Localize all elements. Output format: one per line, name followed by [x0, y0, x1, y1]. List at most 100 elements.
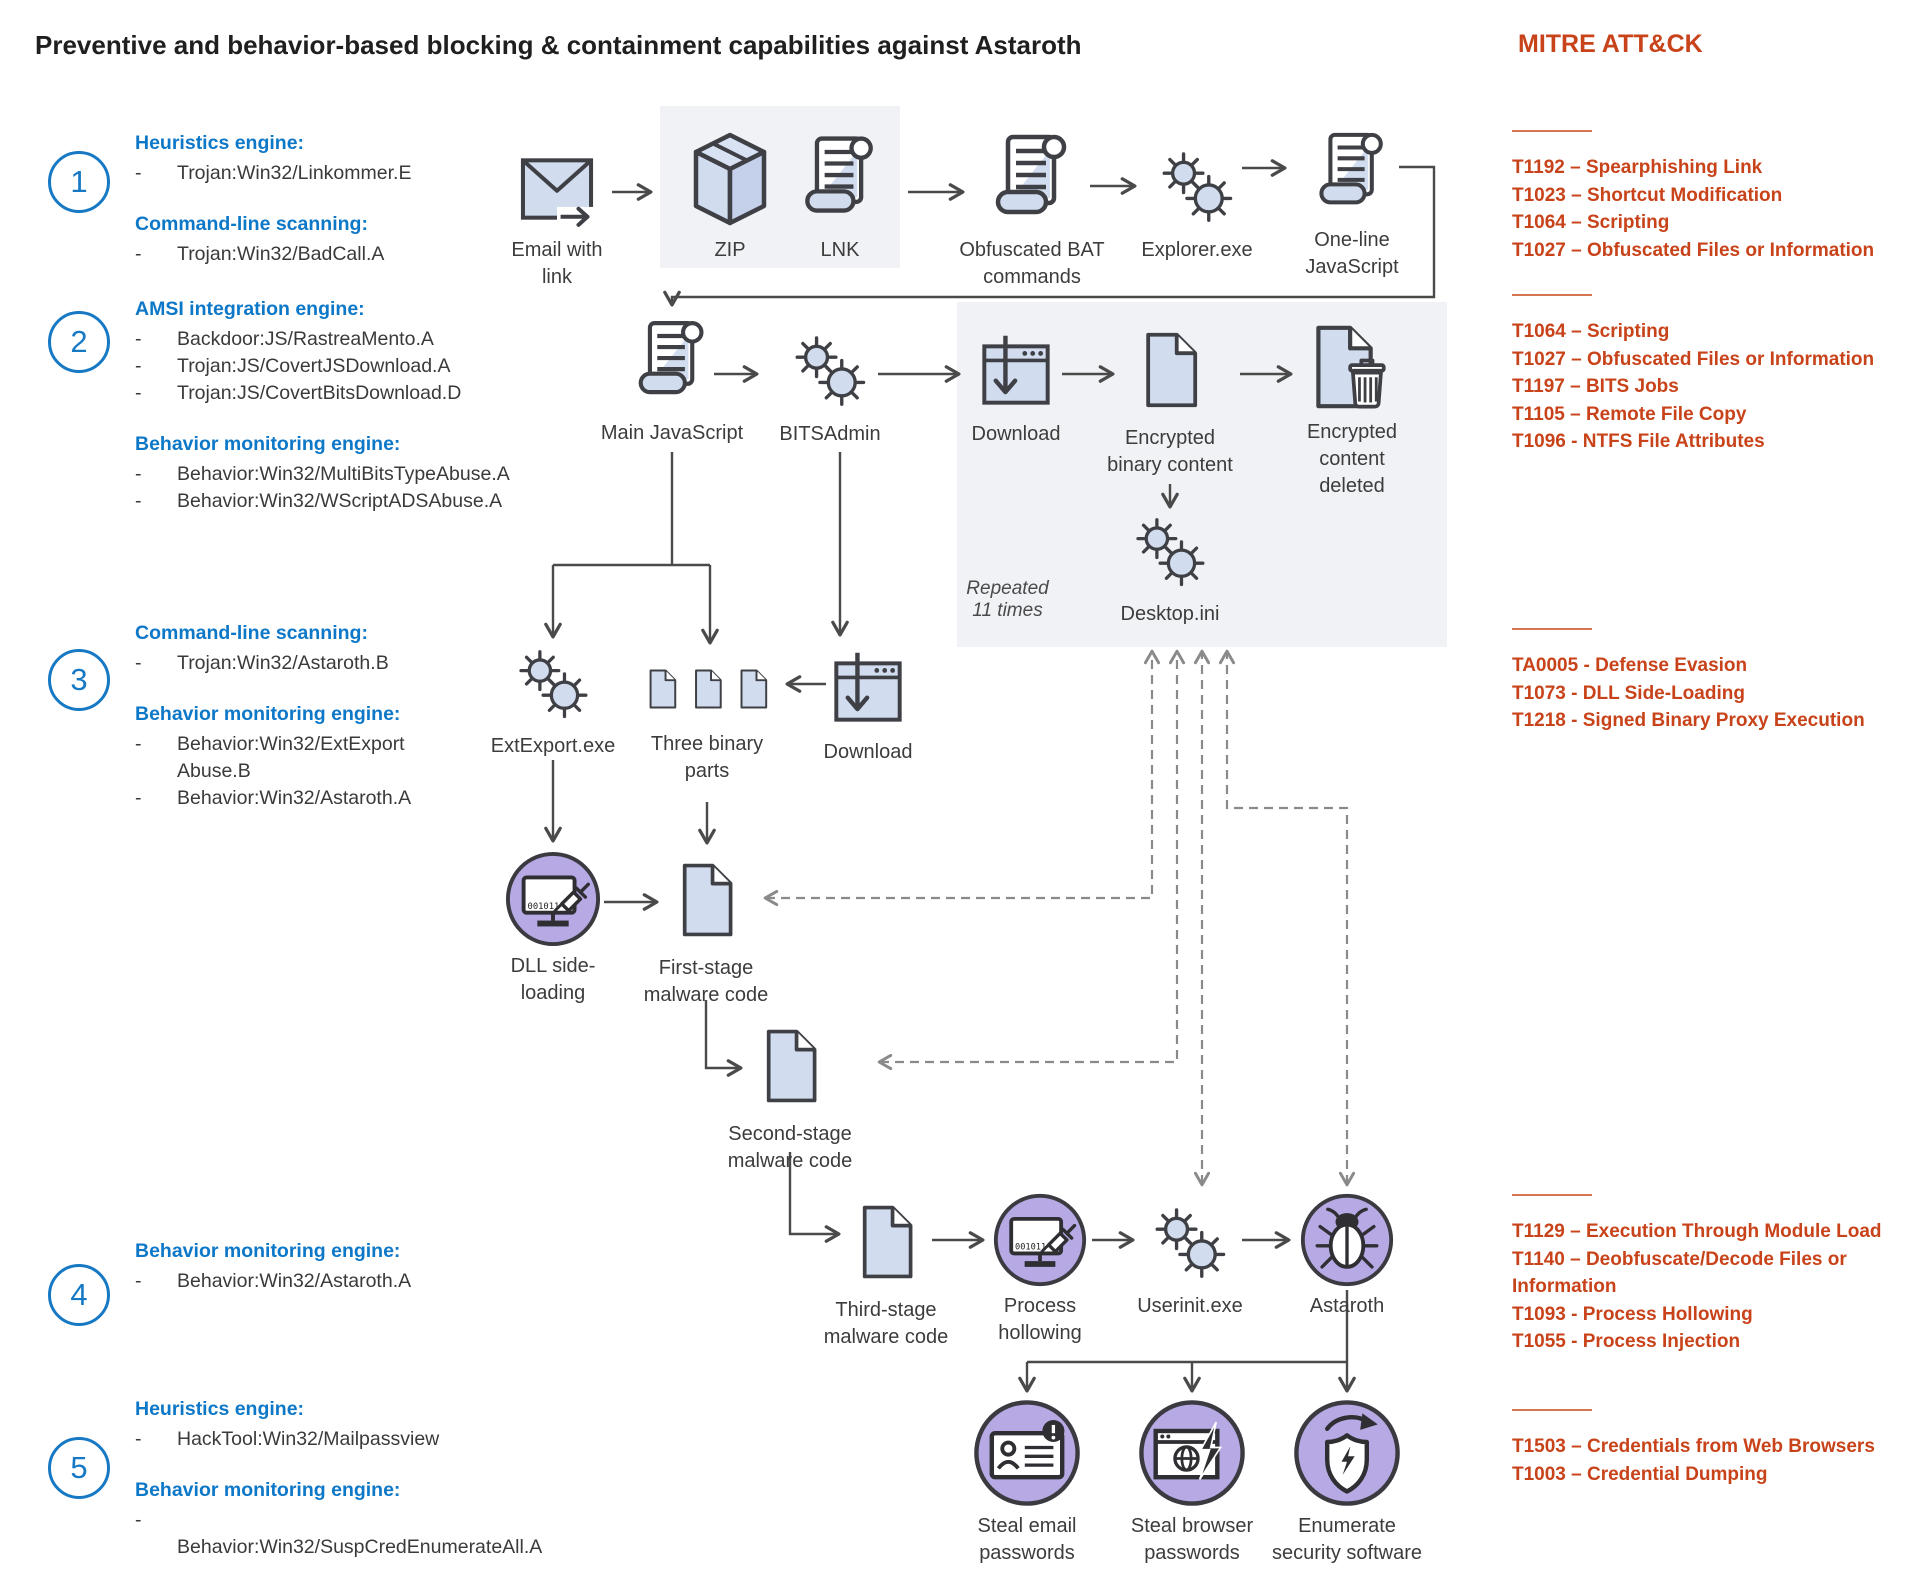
- detection-item: -Behavior:Win32/MultiBitsTypeAbuse.A: [135, 463, 510, 485]
- node-label: Second-stage malware code: [727, 1123, 853, 1172]
- detection-section-4: Behavior monitoring engine: -Behavior:Wi…: [135, 1238, 525, 1319]
- mitre-group-4: T1129 – Execution Through Module Load T1…: [1512, 1194, 1912, 1356]
- node-label: Explorer.exe: [1141, 239, 1253, 261]
- node-obfuscated-bat: Obfuscated BAT commands: [947, 120, 1117, 291]
- mitre-separator: [1512, 1194, 1592, 1196]
- mitre-technique: TA0005 - Defense Evasion: [1512, 655, 1748, 676]
- node-label: Download: [823, 741, 913, 763]
- gears-icon: [1126, 514, 1214, 596]
- node-extexport: ExtExport.exe: [468, 646, 638, 760]
- engine-heading: Behavior monitoring engine:: [135, 703, 401, 725]
- mitre-technique: T1027 – Obfuscated Files or Information: [1512, 348, 1875, 370]
- node-label: Encrypted content deleted: [1306, 421, 1398, 497]
- detection-section-1: Heuristics engine: -Trojan:Win32/Linkomm…: [135, 130, 525, 292]
- node-label: ZIP: [714, 239, 746, 261]
- node-email: Email with link: [472, 146, 642, 291]
- step-circle-3: 3: [48, 649, 110, 711]
- engine-heading: Heuristics engine:: [135, 132, 305, 154]
- mitre-separator: [1512, 628, 1592, 630]
- detection-item: -Trojan:Win32/BadCall.A: [135, 243, 385, 265]
- node-main-javascript: Main JavaScript: [587, 303, 757, 447]
- node-label: Third-stage malware code: [823, 1299, 949, 1348]
- dashed-arrows: [763, 649, 1356, 1187]
- engine-heading: Command-line scanning:: [135, 622, 368, 644]
- engine-heading: Behavior monitoring engine:: [135, 1479, 401, 1501]
- file-icon: [749, 1016, 831, 1116]
- node-label: Steal browser passwords: [1130, 1515, 1254, 1564]
- mitre-technique: T1003 – Credential Dumping: [1512, 1463, 1768, 1485]
- file-icon: [665, 850, 747, 950]
- node-label: Main JavaScript: [600, 422, 744, 444]
- node-label: First-stage malware code: [643, 957, 769, 1006]
- scroll-icon: [1307, 118, 1397, 222]
- detection-item: -Behavior:Win32/Astaroth.A: [135, 787, 412, 809]
- node-label: Email with link: [511, 239, 603, 288]
- binary-parts-icon: [640, 652, 775, 726]
- node-dll-side-loading: 001011 DLL side- loading: [468, 850, 638, 1007]
- step-circle-4: 4: [48, 1264, 110, 1326]
- mitre-group-1: T1192 – Spearphishing Link T1023 – Short…: [1512, 130, 1912, 264]
- email-icon: [512, 146, 602, 232]
- node-label: Three binary parts: [650, 733, 764, 782]
- page-title: Preventive and behavior-based blocking &…: [35, 30, 1082, 60]
- node-userinit: Userinit.exe: [1105, 1204, 1275, 1320]
- mitre-technique: T1105 – Remote File Copy: [1512, 403, 1747, 425]
- node-label: Desktop.ini: [1120, 603, 1220, 625]
- bug-icon: [1299, 1192, 1395, 1288]
- dll-injection-icon: 001011: [504, 850, 602, 948]
- node-zip: ZIP: [645, 126, 815, 264]
- browser-lightning-icon: [1137, 1398, 1247, 1508]
- mitre-title: MITRE ATT&CK: [1518, 30, 1703, 58]
- gears-icon: [509, 646, 597, 728]
- node-encrypted-binary: Encrypted binary content: [1085, 320, 1255, 479]
- step-circle-2: 2: [48, 311, 110, 373]
- node-lnk: LNK: [755, 120, 925, 264]
- mitre-technique: T1218 - Signed Binary Proxy Execution: [1512, 710, 1865, 731]
- detection-item: -Backdoor:JS/RastreaMento.A: [135, 328, 434, 350]
- svg-text:001011: 001011: [1015, 1243, 1046, 1253]
- node-label: Enumerate security software: [1271, 1515, 1423, 1564]
- engine-heading: Heuristics engine:: [135, 1398, 305, 1420]
- detection-item: -Trojan:Win32/Astaroth.B: [135, 652, 389, 674]
- node-label: Userinit.exe: [1137, 1295, 1243, 1317]
- mitre-separator: [1512, 294, 1592, 296]
- scroll-icon: [792, 120, 888, 232]
- gears-icon: [1144, 1204, 1236, 1288]
- node-bitsadmin: BITSAdmin: [745, 332, 915, 448]
- mitre-group-3: TA0005 - Defense Evasion T1073 - DLL Sid…: [1512, 628, 1912, 735]
- gears-icon: [1151, 148, 1243, 232]
- detection-item: -Behavior:Win32/Astaroth.A: [135, 1270, 412, 1292]
- mitre-technique: T1064 – Scripting: [1512, 212, 1670, 233]
- mitre-technique: T1027 – Obfuscated Files or Information: [1512, 239, 1875, 261]
- node-encrypted-deleted: Encrypted content deleted: [1267, 320, 1437, 500]
- detection-section-2: AMSI integration engine: -Backdoor:JS/Ra…: [135, 296, 525, 539]
- engine-heading: Behavior monitoring engine:: [135, 433, 401, 455]
- mitre-technique: T1055 - Process Injection: [1512, 1331, 1741, 1352]
- node-label: Process hollowing: [998, 1295, 1082, 1344]
- svg-text:001011: 001011: [528, 902, 560, 912]
- engine-heading: Command-line scanning:: [135, 213, 368, 235]
- detection-item: -Trojan:Win32/Linkommer.E: [135, 162, 412, 184]
- node-steal-email: Steal email passwords: [942, 1398, 1112, 1567]
- mitre-technique: T1096 - NTFS File Attributes: [1512, 431, 1765, 452]
- node-label: LNK: [820, 239, 860, 261]
- mitre-technique: T1503 – Credentials from Web Browsers: [1512, 1436, 1875, 1457]
- mitre-group-5: T1503 – Credentials from Web Browsers T1…: [1512, 1409, 1912, 1488]
- node-download-2: Download: [783, 642, 953, 766]
- node-enumerate-security: Enumerate security software: [1242, 1398, 1452, 1567]
- step-circle-1: 1: [48, 151, 110, 213]
- detection-item: -Behavior:Win32/SuspCredEnumerateAll.A: [135, 1509, 543, 1558]
- contact-card-alert-icon: [972, 1398, 1082, 1508]
- download-icon: [972, 326, 1060, 416]
- node-astaroth: Astaroth: [1262, 1192, 1432, 1320]
- node-download-1: Download: [931, 326, 1101, 448]
- node-second-stage: Second-stage malware code: [705, 1016, 875, 1175]
- node-label: ExtExport.exe: [490, 735, 616, 757]
- detection-item: -Trojan:JS/CovertBitsDownload.D: [135, 382, 462, 404]
- engine-heading: AMSI integration engine:: [135, 298, 365, 320]
- process-hollowing-icon: 001011: [992, 1192, 1088, 1288]
- node-desktop-ini: Desktop.ini: [1085, 514, 1255, 628]
- detection-section-5: Heuristics engine: -HackTool:Win32/Mailp…: [135, 1396, 543, 1575]
